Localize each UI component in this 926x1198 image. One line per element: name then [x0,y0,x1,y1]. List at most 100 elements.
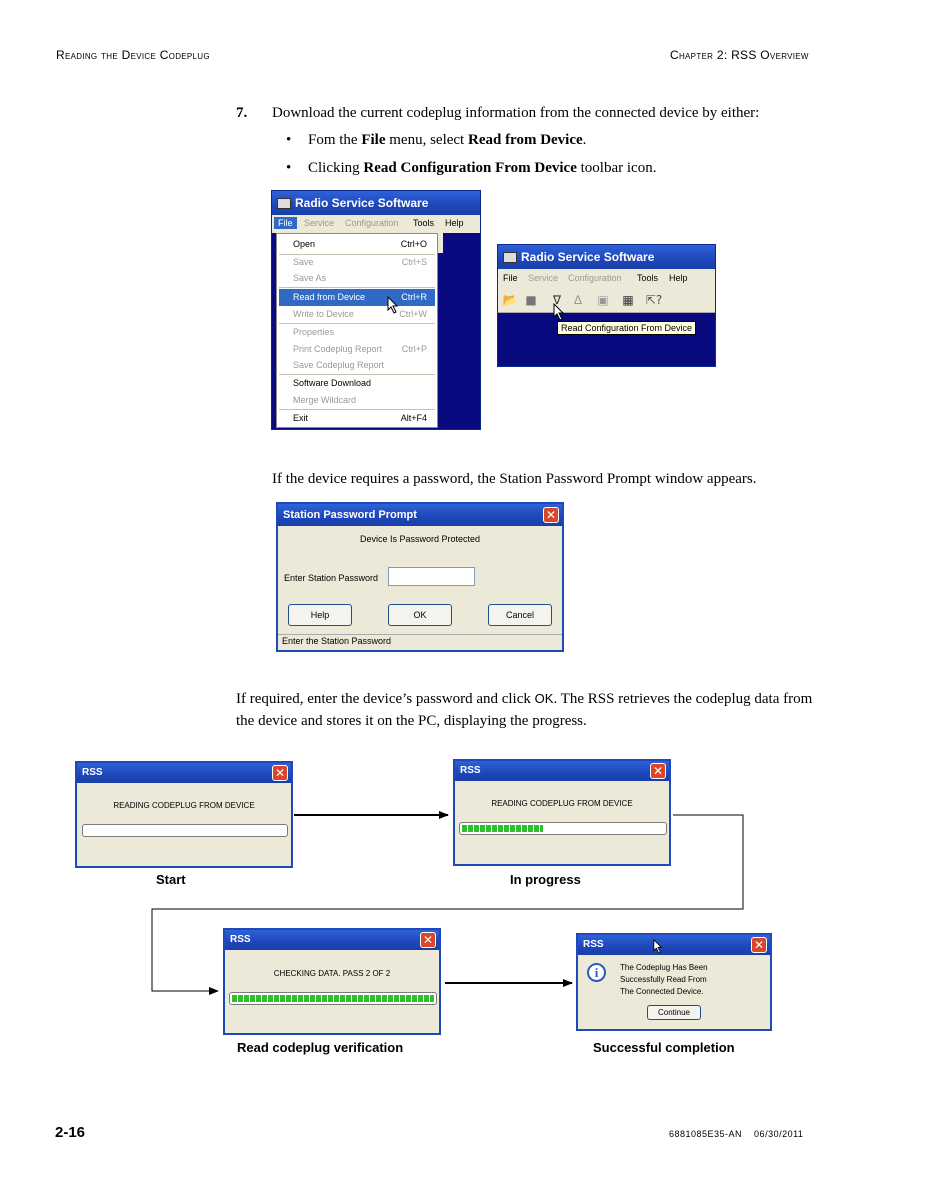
progress-fill [462,825,543,832]
bullet-1: •Fom the File menu, select Read from Dev… [286,132,846,149]
running-header-right: Chapter 2: RSS Overview [670,48,809,62]
window-title: Radio Service Software [295,196,429,210]
progress-bar [459,822,667,835]
network-icon[interactable]: ▦ [622,293,634,307]
menu-item-label: Save [293,257,314,267]
window-side-strip [438,233,443,253]
rss-progress-dialog: RSS ✕ READING CODEPLUG FROM DEVICE [453,759,671,866]
toolbar-window: Radio Service Software File Service Conf… [497,244,716,367]
window-titlebar: Radio Service Software [272,191,480,215]
device-icon[interactable]: ▣ [597,293,609,307]
help-pointer-icon[interactable]: ⇱? [645,293,663,307]
progress-message: READING CODEPLUG FROM DEVICE [113,801,255,810]
menu-separator [279,409,435,410]
menu-file[interactable]: File [503,273,518,283]
progress-intro-ok: OK [534,691,554,706]
menu-help[interactable]: Help [445,218,464,228]
rss-start-dialog: RSS ✕ READING CODEPLUG FROM DEVICE [75,761,293,868]
password-intro-text: If the device requires a password, the S… [272,471,757,487]
rss-verify-dialog: RSS ✕ CHECKING DATA. PASS 2 OF 2 [223,928,441,1035]
bullet-dot: • [286,132,292,148]
menu-item-shortcut: Alt+F4 [400,413,427,423]
page-number: 2-16 [55,1124,86,1141]
folder-open-icon[interactable]: 📂 [502,293,518,307]
menu-tools[interactable]: Tools [637,273,659,283]
write-device-icon[interactable]: ∆ [573,293,583,307]
menu-item-save-codeplug-report[interactable]: Save Codeplug Report [277,357,437,374]
menu-configuration[interactable]: Configuration [568,273,622,283]
progress-fill [232,995,434,1002]
close-button[interactable]: ✕ [420,932,436,948]
bullet-dot: • [286,160,292,176]
continue-button[interactable]: Continue [647,1005,701,1020]
menu-service[interactable]: Service [528,273,559,283]
save-icon[interactable]: ■ [525,293,537,307]
dialog-title: RSS [82,767,103,778]
menu-item-label: Save Codeplug Report [293,360,385,370]
mouse-cursor-icon [387,296,399,314]
menu-separator [279,374,435,375]
close-button[interactable]: ✕ [543,507,559,523]
rss-done-dialog: RSS ✕ i The Codeplug Has Been Successful… [576,933,772,1031]
menu-help[interactable]: Help [669,273,688,283]
menubar: File Service Configuration Tools Help [272,215,480,233]
caption-start: Start [156,872,186,887]
menu-item-shortcut: Ctrl+S [401,257,427,267]
app-icon [277,198,291,210]
close-button[interactable]: ✕ [272,765,288,781]
dialog-titlebar: RSS [455,761,669,781]
bullet-1-end: . [582,132,587,148]
bullet-2-bold: Read Configuration From Device [363,160,577,176]
dialog-title: Station Password Prompt [283,509,417,521]
close-button[interactable]: ✕ [650,763,666,779]
menu-item-save[interactable]: Save Ctrl+S [277,254,437,271]
password-input[interactable] [388,567,475,586]
password-field-label: Enter Station Password [284,573,379,583]
bullet-1-mid: menu, select [385,132,468,148]
dialog-title: RSS [230,934,251,945]
caption-verification: Read codeplug verification [237,1040,404,1055]
document-id: 6881085E35-AN 06/30/2011 [669,1129,804,1139]
menu-file[interactable]: File [274,217,297,229]
bullet-1-text: Fom the [308,132,362,148]
progress-intro-text: If required, enter the device’s password… [236,688,826,732]
progress-message: CHECKING DATA. PASS 2 OF 2 [273,969,391,978]
ok-button[interactable]: OK [388,604,452,626]
menu-item-save-as[interactable]: Save As [277,270,437,287]
bullet-2-text: Clicking [308,160,364,176]
menu-configuration[interactable]: Configuration [345,218,399,228]
cancel-button[interactable]: Cancel [488,604,552,626]
menu-item-label: Software Download [293,378,372,388]
step-text: Download the current codeplug informatio… [272,105,760,121]
progress-bar [82,824,288,837]
menu-item-properties[interactable]: Properties [277,324,437,341]
menu-item-label: Open [293,239,316,249]
menu-item-label: Save As [293,273,327,283]
menu-item-label: Write to Device [293,309,354,319]
menu-item-shortcut: Ctrl+P [401,344,427,354]
progress-message: READING CODEPLUG FROM DEVICE [491,799,633,808]
menu-item-software-download[interactable]: Software Download [277,375,437,392]
step-number: 7. [236,105,248,121]
help-button[interactable]: Help [288,604,352,626]
info-icon: i [587,963,606,982]
menu-tools[interactable]: Tools [413,218,435,228]
menu-item-label: Merge Wildcard [293,395,357,405]
done-message-line-3: The Connected Device. [620,987,704,996]
menu-service[interactable]: Service [304,218,335,228]
dialog-titlebar: RSS [225,930,439,950]
caption-successful-completion: Successful completion [593,1040,735,1055]
close-button[interactable]: ✕ [751,937,767,953]
mouse-cursor-icon [653,939,663,954]
menu-item-merge-wildcard[interactable]: Merge Wildcard [277,392,437,409]
dialog-titlebar: RSS [77,763,291,783]
read-device-icon[interactable]: ∇ [552,293,562,307]
station-password-dialog: Station Password Prompt ✕ Device Is Pass… [276,502,564,652]
dialog-titlebar: RSS [578,935,770,955]
password-message: Device Is Password Protected [359,534,481,544]
